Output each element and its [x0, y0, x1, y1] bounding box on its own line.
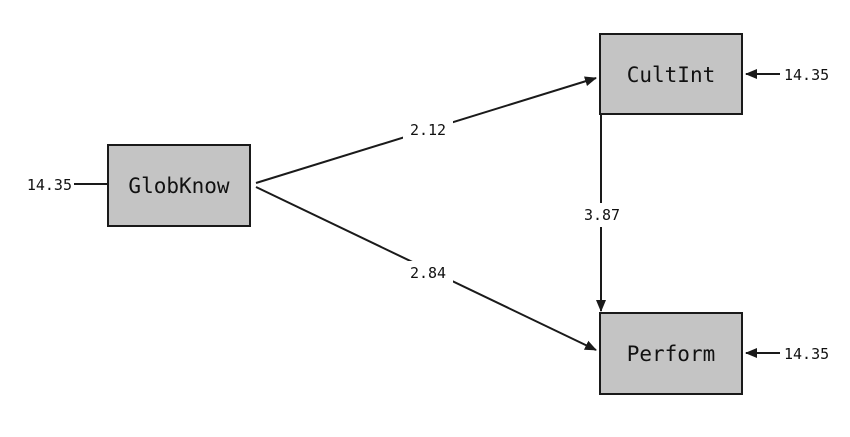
node-label-perform: Perform	[627, 342, 716, 366]
node-label-globknow: GlobKnow	[128, 174, 230, 198]
node-globknow: GlobKnow	[107, 144, 251, 227]
node-perform: Perform	[599, 312, 743, 395]
path-label-cultint-perform: 3.87	[584, 206, 620, 224]
path-label-globknow-perform: 2.84	[410, 264, 446, 282]
path-label-globknow-cultint: 2.12	[410, 121, 446, 139]
error-label-perform: 14.35	[784, 345, 829, 363]
node-label-cultint: CultInt	[627, 63, 716, 87]
node-cultint: CultInt	[599, 33, 743, 115]
error-label-globknow: 14.35	[27, 176, 72, 194]
error-label-cultint: 14.35	[784, 66, 829, 84]
